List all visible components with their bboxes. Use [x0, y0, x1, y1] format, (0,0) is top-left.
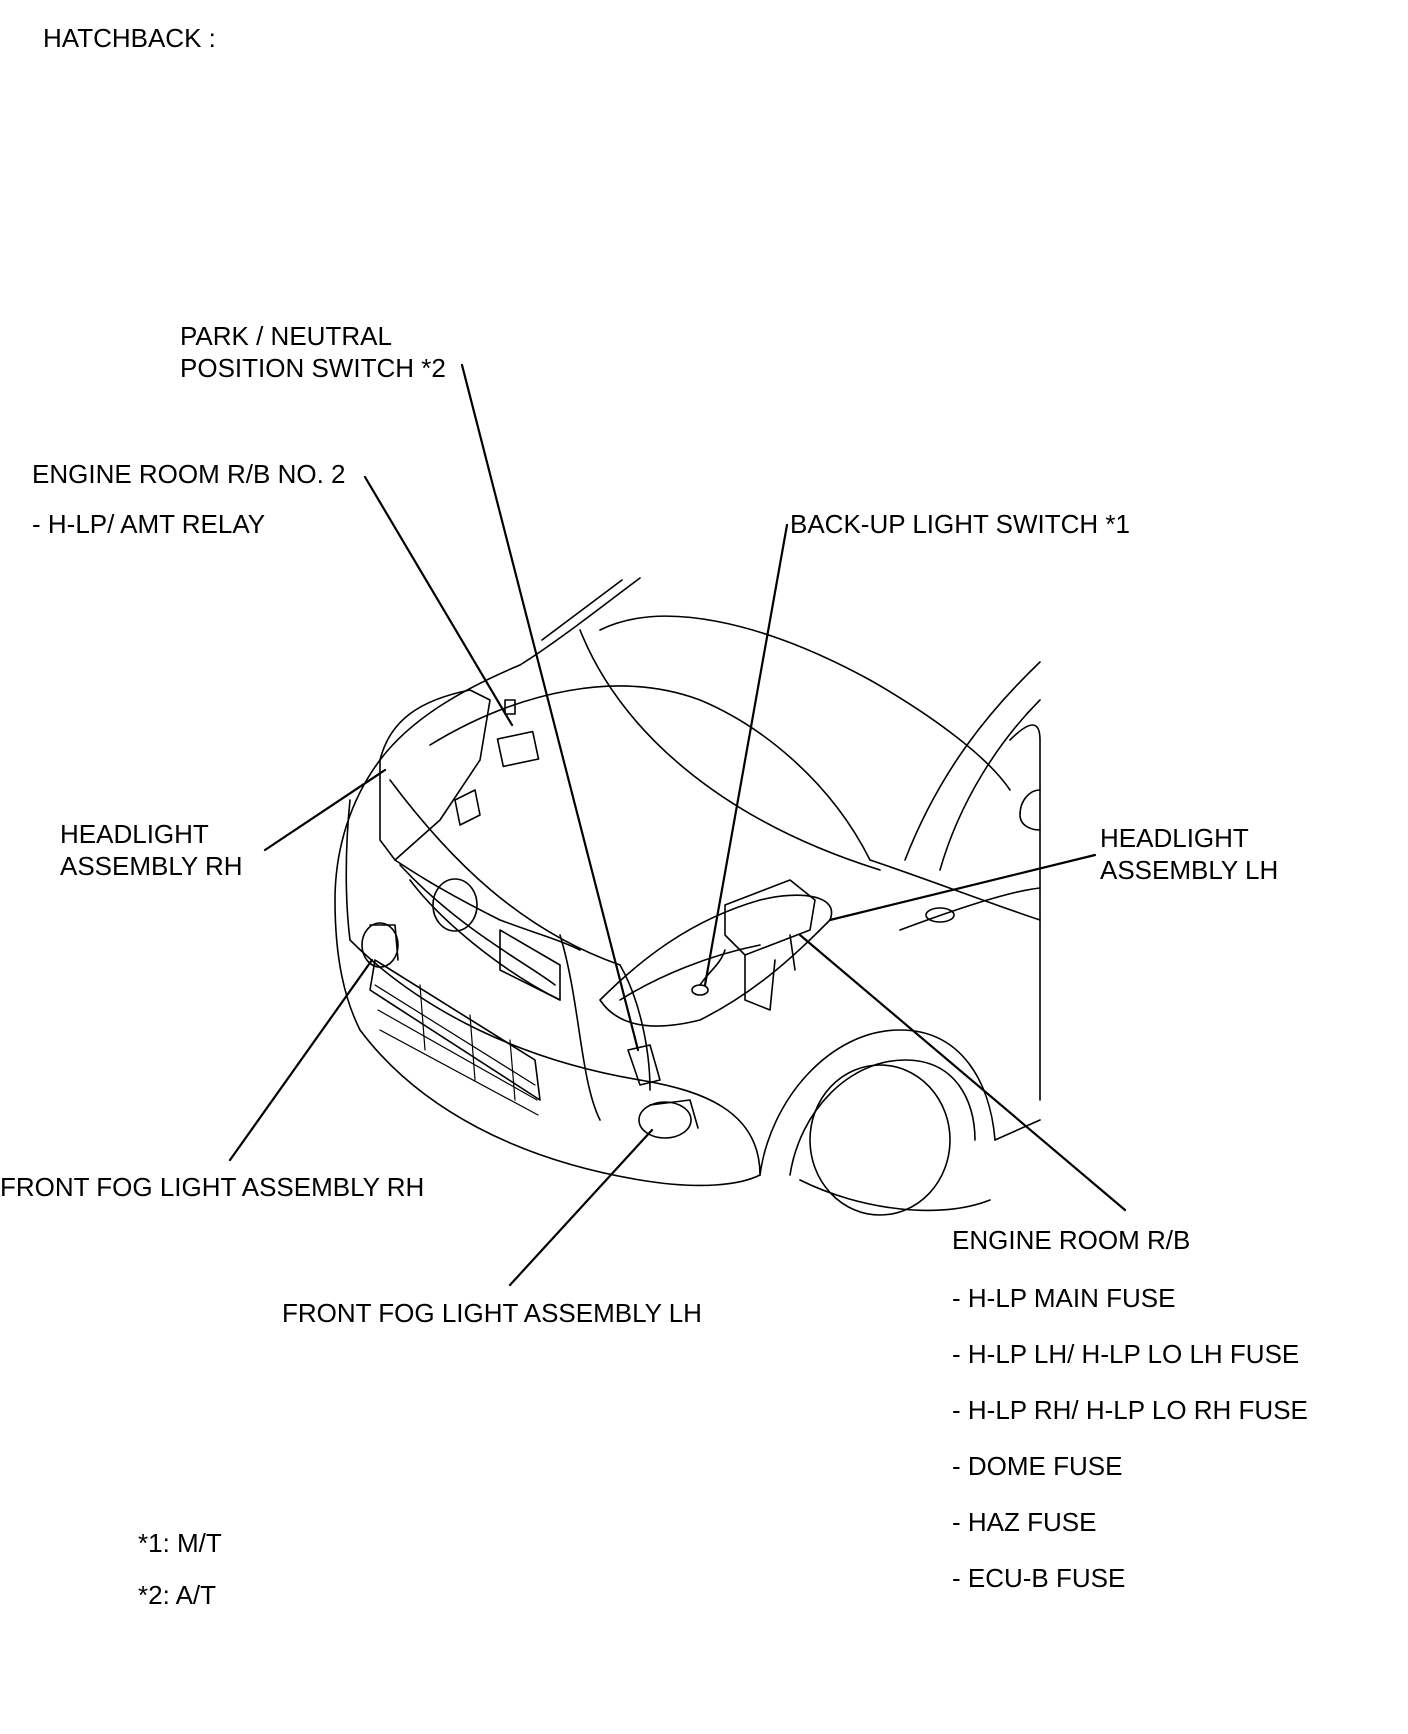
label-park-neutral-position-switch: PARK / NEUTRAL POSITION SWITCH *2 [180, 321, 446, 383]
label-front-fog-light-assembly-rh: FRONT FOG LIGHT ASSEMBLY RH [0, 1172, 425, 1202]
fuse-item: - H-LP LH/ H-LP LO LH FUSE [952, 1339, 1300, 1369]
leader-lines [228, 363, 1127, 1287]
label-h-lp-amt-relay: - H-LP/ AMT RELAY [32, 509, 266, 539]
label-engine-room-rb-no2: ENGINE ROOM R/B NO. 2 [32, 459, 346, 489]
label-headlight-assembly-rh: HEADLIGHT ASSEMBLY RH [60, 819, 243, 881]
fuse-item: - H-LP MAIN FUSE [952, 1283, 1176, 1313]
page-title: HATCHBACK : [43, 23, 216, 53]
car-body-outline [334, 577, 1041, 1216]
fuse-item: - HAZ FUSE [952, 1507, 1097, 1537]
fuse-item: - H-LP RH/ H-LP LO RH FUSE [952, 1395, 1308, 1425]
footnote-at: *2: A/T [138, 1580, 217, 1610]
label-headlight-assembly-lh: HEADLIGHT ASSEMBLY LH [1100, 823, 1279, 885]
fuse-item: - DOME FUSE [952, 1451, 1123, 1481]
fuse-item: - ECU-B FUSE [952, 1563, 1126, 1593]
footnote-mt: *1: M/T [138, 1528, 222, 1558]
label-front-fog-light-assembly-lh: FRONT FOG LIGHT ASSEMBLY LH [282, 1298, 702, 1328]
label-engine-room-rb: ENGINE ROOM R/B [952, 1225, 1191, 1255]
components [361, 699, 816, 1139]
label-back-up-light-switch: BACK-UP LIGHT SWITCH *1 [790, 509, 1130, 539]
